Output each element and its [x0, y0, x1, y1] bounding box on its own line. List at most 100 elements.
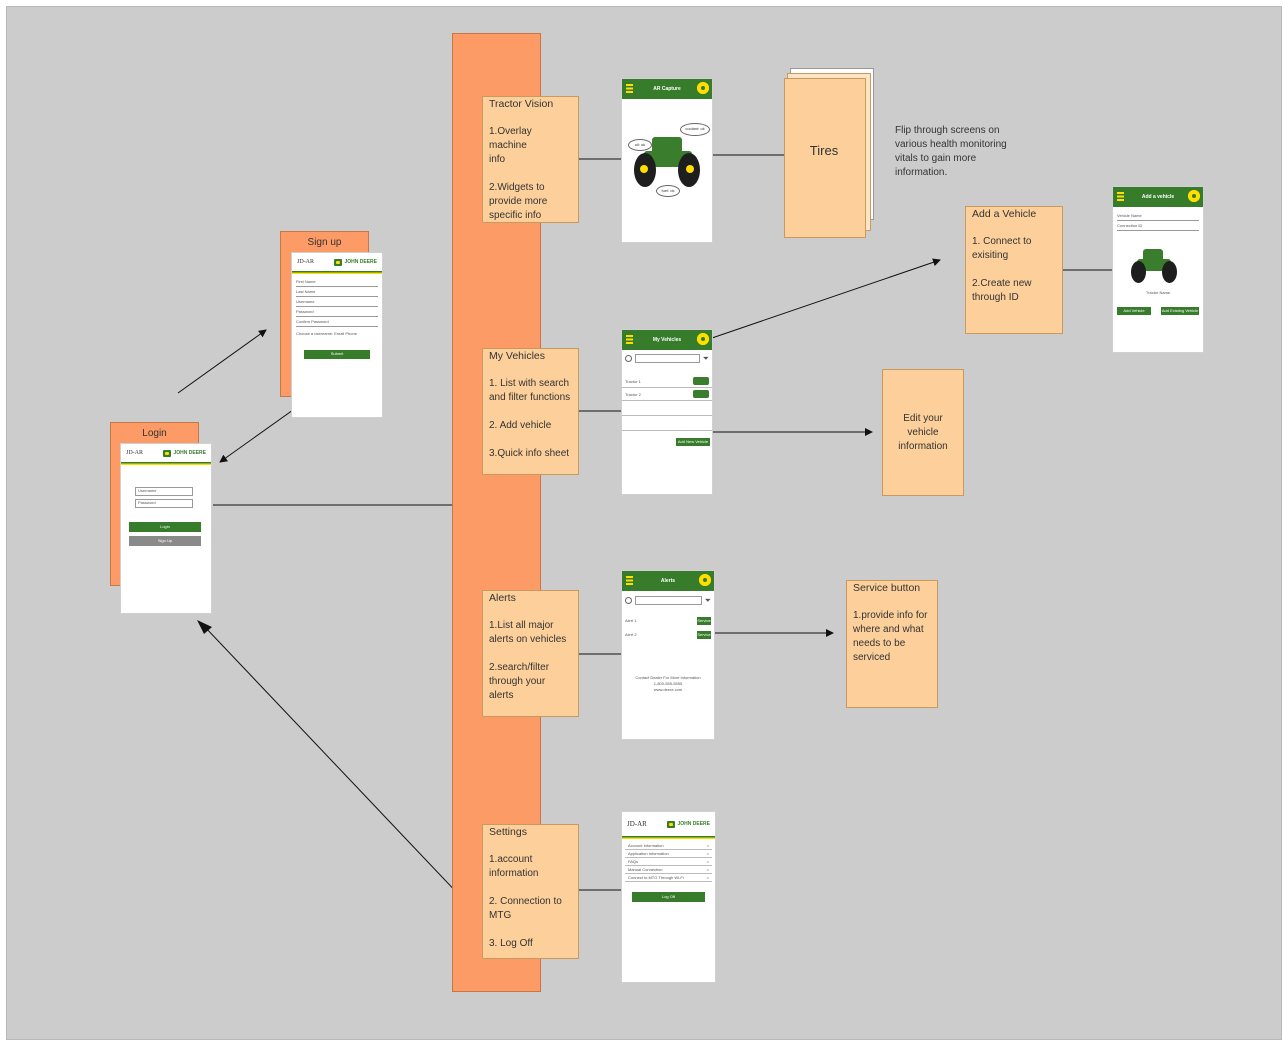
signup-button[interactable]: Sign Up — [129, 536, 201, 546]
service-button[interactable]: Service — [697, 616, 711, 625]
note-line: 2. Connection to — [489, 896, 562, 907]
screen-header: My Vehicles — [622, 330, 712, 350]
flip-line: Flip through screens on — [895, 125, 1000, 136]
note-title: Alerts — [489, 592, 516, 604]
screen-title: Alerts — [660, 578, 676, 584]
search-input[interactable] — [635, 596, 702, 605]
first-name-field[interactable]: First Name — [296, 279, 378, 287]
screen-signup: JD-AR JOHN DEERE First Name Last Name Us… — [292, 253, 382, 417]
note-line: information — [489, 868, 539, 879]
note-line: MTG — [489, 910, 512, 921]
chevron-right-icon: > — [706, 867, 709, 872]
note-title: Service button — [853, 582, 921, 594]
vehicle-row[interactable]: Tractor 2 — [622, 388, 712, 401]
tractor-image — [634, 129, 700, 189]
note-line: needs to be — [853, 638, 906, 649]
flip-line: various health monitoring — [895, 139, 1007, 150]
add-existing-vehicle-button[interactable]: Add Existing Vehicle — [1161, 307, 1199, 315]
add-vehicle-button[interactable]: Add Vehicle — [1117, 307, 1151, 315]
note-add-vehicle: Add a Vehicle 1. Connect to exisiting 2.… — [965, 206, 1063, 334]
tractor-caption: Tractor Name — [1145, 290, 1171, 295]
note-line: 1.Overlay machine — [489, 126, 532, 151]
note-alerts: Alerts 1.List all major alerts on vehicl… — [482, 590, 579, 717]
username-input[interactable]: Username — [135, 487, 193, 496]
username-field[interactable]: Username — [296, 299, 378, 307]
note-line: 2. Add vehicle — [489, 420, 552, 431]
arrow-settings-to-login — [203, 625, 463, 899]
vehicle-row-empty — [622, 401, 712, 416]
chevron-right-icon: > — [706, 851, 709, 856]
alert-name: Alert 1 — [625, 618, 637, 623]
settings-item-label: Connect to MTG Through Wi-Fi — [628, 875, 684, 880]
note-title: Settings — [489, 826, 527, 838]
contact-url[interactable]: www.deere.com — [653, 687, 683, 692]
submit-button[interactable]: Submit — [304, 350, 370, 359]
password-field[interactable]: Password — [296, 309, 378, 317]
gear-icon[interactable] — [697, 333, 709, 345]
note-title: My Vehicles — [489, 350, 546, 362]
note-line: 2.search/filter — [489, 662, 550, 673]
app-brand: JD-AR — [627, 820, 647, 828]
connection-id-field[interactable]: Connection ID — [1117, 223, 1199, 231]
menu-icon[interactable] — [626, 576, 633, 585]
menu-icon[interactable] — [626, 335, 633, 344]
settings-item-label: FAQs — [628, 859, 639, 864]
brand-stripe — [292, 271, 382, 274]
settings-item[interactable]: Account Information> — [625, 842, 712, 850]
screen-title: Add a vehicle — [1141, 194, 1175, 200]
gear-icon[interactable] — [1188, 190, 1200, 202]
menu-icon[interactable] — [626, 84, 633, 93]
note-line: 1. Connect to — [972, 236, 1032, 247]
login-button[interactable]: Login — [129, 522, 201, 532]
deere-wordmark: JOHN DEERE — [173, 450, 206, 456]
screen-login: JD-AR JOHN DEERE Username Password Login… — [121, 444, 211, 613]
menu-icon[interactable] — [1117, 192, 1124, 201]
log-off-button[interactable]: Log Off — [632, 892, 705, 902]
vehicle-name-field[interactable]: Vehicle Name — [1117, 213, 1199, 221]
search-icon — [625, 355, 632, 362]
settings-item[interactable]: Connect to MTG Through Wi-Fi> — [625, 874, 712, 882]
filter-icon[interactable]: ⏷ — [704, 595, 711, 605]
note-settings: Settings 1.account information 2. Connec… — [482, 824, 579, 959]
deere-wordmark: JOHN DEERE — [344, 259, 377, 265]
service-button[interactable]: Service — [697, 630, 711, 639]
note-line: exisiting — [972, 250, 1009, 261]
note-line: and filter functions — [489, 392, 571, 403]
brand-stripe — [121, 462, 211, 465]
vehicle-name: Tractor 2 — [625, 391, 641, 397]
settings-item[interactable]: Manual Connection> — [625, 866, 712, 874]
note-line: info — [489, 154, 506, 165]
note-line: 1. List with search — [489, 378, 570, 389]
info-bubble: fuel: ok — [656, 185, 680, 197]
filter-icon[interactable]: ⏷ — [702, 353, 709, 363]
settings-item-label: Application Information — [628, 851, 669, 856]
screen-header: Alerts — [622, 571, 714, 591]
settings-item[interactable]: FAQs> — [625, 858, 712, 866]
screen-my-vehicles: My Vehicles ⏷ Tractor 1 Tractor 2 Add Ne… — [622, 330, 712, 494]
vehicle-row[interactable]: Tractor 1 — [622, 375, 712, 388]
confirm-password-field[interactable]: Confirm Password — [296, 319, 378, 327]
last-name-field[interactable]: Last Name — [296, 289, 378, 297]
settings-item-label: Account Information — [628, 843, 664, 848]
gear-icon[interactable] — [697, 82, 709, 94]
alert-name: Alert 2 — [625, 632, 637, 637]
arrow-signup-to-login — [219, 404, 301, 463]
brand-header: JD-AR JOHN DEERE — [292, 253, 382, 271]
add-vehicle-button[interactable]: Add New Vehicle — [676, 438, 710, 446]
note-edit-vehicle: Edit your vehicle information — [882, 369, 964, 496]
note-title: Add a Vehicle — [972, 208, 1037, 220]
password-input[interactable]: Password — [135, 499, 193, 508]
settings-item[interactable]: Application Information > — [625, 850, 712, 858]
search-input[interactable] — [635, 354, 700, 363]
flip-screens-text: Flip through screens on various health m… — [895, 124, 1025, 180]
contact-phone: 1-800-555-5555 — [653, 681, 683, 686]
brand-stripe — [622, 836, 715, 839]
gear-icon[interactable] — [699, 574, 711, 586]
note-line: alerts on vehicles — [489, 634, 567, 645]
deere-logo-icon — [334, 258, 343, 266]
note-line: 2.Create new — [972, 278, 1032, 289]
vehicle-name: Tractor 1 — [625, 378, 641, 384]
note-tractor-vision: Tractor Vision 1.Overlay machine info 2.… — [482, 96, 579, 223]
contact-choice[interactable]: Choose a username: Email Phone — [296, 331, 357, 336]
search-icon — [625, 597, 632, 604]
